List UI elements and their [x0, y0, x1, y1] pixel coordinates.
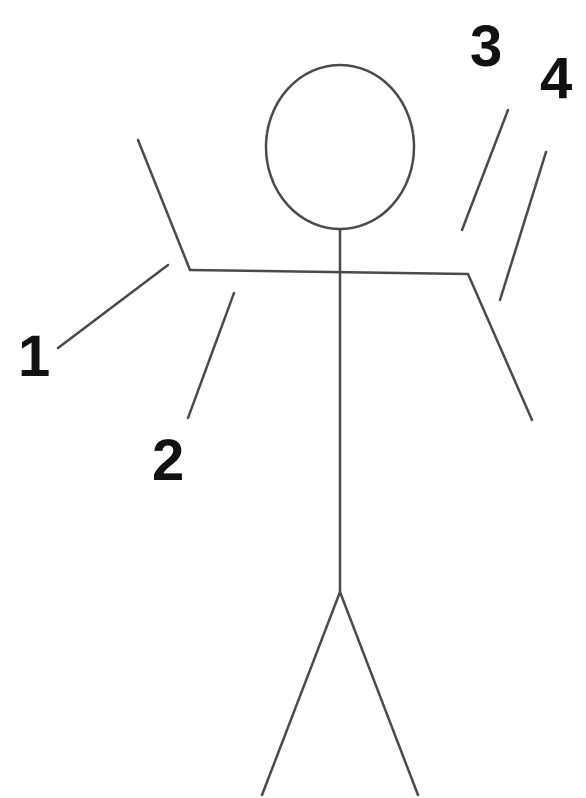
left-forearm-line	[138, 140, 190, 270]
left-leg-line	[262, 592, 340, 795]
pointer-line-4	[500, 152, 546, 300]
pointer-line-1	[58, 265, 168, 348]
pointer-line-3	[462, 110, 508, 230]
head-circle	[266, 65, 414, 229]
pointer-line-2	[188, 293, 234, 418]
label-1: 1	[18, 324, 50, 389]
right-leg-line	[340, 592, 418, 795]
label-2: 2	[152, 428, 184, 493]
label-3: 3	[470, 14, 502, 79]
arms-line	[190, 270, 468, 274]
label-4: 4	[540, 46, 572, 111]
